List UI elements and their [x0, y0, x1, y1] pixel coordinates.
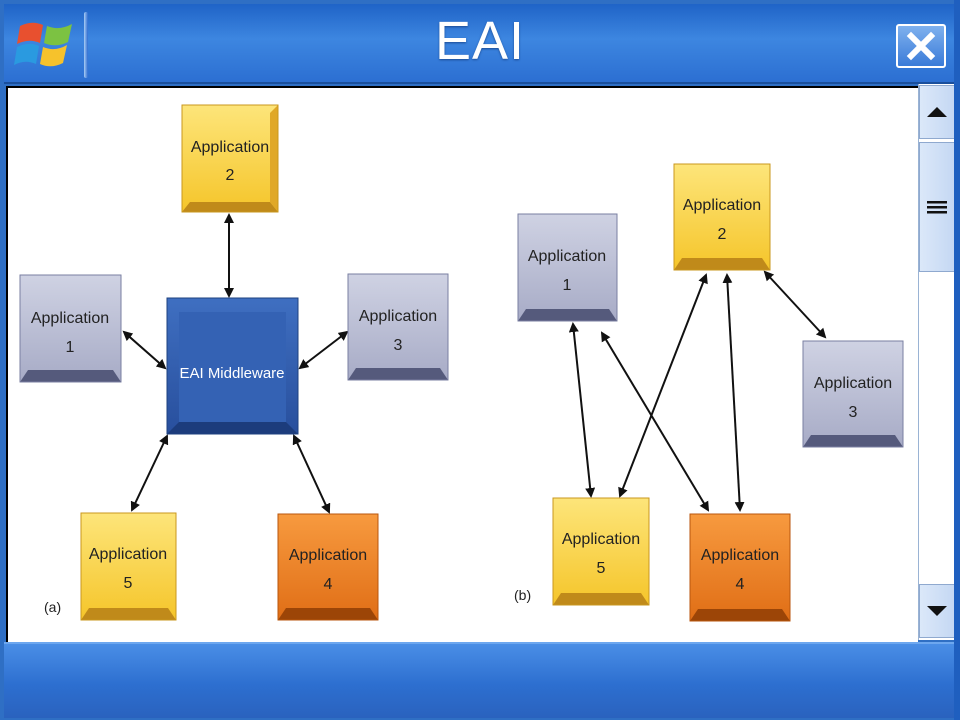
app-node-b2: Application 2: [673, 163, 771, 271]
connector-b1-b5: [568, 322, 596, 498]
app-number: 2: [718, 226, 727, 243]
app-node-a5: Application 5: [80, 512, 177, 621]
vertical-scrollbar[interactable]: [918, 84, 955, 640]
connector-b1-b4: [600, 331, 710, 512]
app-label: Application: [562, 531, 640, 548]
windows-logo-icon: [14, 22, 72, 67]
app-node-b1: Application 1: [517, 213, 618, 322]
scroll-thumb[interactable]: [919, 142, 955, 272]
connector-a3-middleware: [298, 330, 349, 370]
connector-b2-b4: [722, 273, 745, 512]
app-node-b4: Application 4: [689, 513, 791, 622]
app-node-a1: Application 1: [19, 274, 122, 383]
arrow-up-icon: [927, 107, 947, 117]
window-right-edge: [954, 0, 960, 720]
bottom-bar: [4, 642, 956, 718]
scroll-up-button[interactable]: [919, 85, 955, 139]
app-label: Application: [701, 547, 779, 564]
app-node-b5: Application 5: [552, 497, 650, 606]
connector-a4-middleware: [292, 434, 331, 514]
arrow-down-icon: [927, 606, 947, 616]
app-node-a4: Application 4: [277, 513, 379, 621]
app-number: 5: [597, 560, 606, 577]
diagram-b-label: (b): [514, 587, 531, 603]
app-label: Application: [289, 547, 367, 564]
app-number: 4: [324, 576, 333, 593]
close-icon: [906, 31, 936, 61]
grip-icon: [927, 201, 947, 214]
app-number: 4: [736, 576, 745, 593]
title-bar: EAI: [4, 4, 956, 84]
app-node-a3: Application 3: [347, 273, 449, 381]
app-label: Application: [528, 248, 606, 265]
app-number: 3: [394, 337, 403, 354]
window-title: EAI: [434, 11, 526, 71]
connector-b2-b3: [763, 270, 827, 339]
app-node-b3: Application 3: [802, 340, 904, 448]
app-number: 5: [124, 575, 133, 592]
app-label: Application: [89, 546, 167, 563]
connector-a1-middleware: [122, 330, 167, 370]
eai-middleware-node: EAI Middleware: [166, 297, 299, 435]
app-number: 1: [66, 339, 75, 356]
app-node-a2: Application 2: [181, 104, 279, 213]
app-label: Application: [191, 139, 269, 156]
app-label: Application: [31, 310, 109, 327]
title-separator: [84, 12, 88, 78]
content-area: Application 2 Application 1 Application …: [6, 86, 918, 642]
app-label: Application: [359, 308, 437, 325]
scroll-down-button[interactable]: [919, 584, 955, 638]
connector-b2-b5: [618, 273, 708, 498]
app-number: 1: [563, 277, 572, 294]
connector-a5-middleware: [130, 434, 169, 512]
close-button[interactable]: [896, 24, 946, 68]
app-number: 2: [226, 167, 235, 184]
app-number: 3: [849, 404, 858, 421]
eai-diagram: Application 2 Application 1 Application …: [19, 104, 904, 622]
diagram-a-label: (a): [44, 599, 61, 615]
middleware-label: EAI Middleware: [179, 365, 284, 382]
app-label: Application: [814, 375, 892, 392]
app-label: Application: [683, 197, 761, 214]
